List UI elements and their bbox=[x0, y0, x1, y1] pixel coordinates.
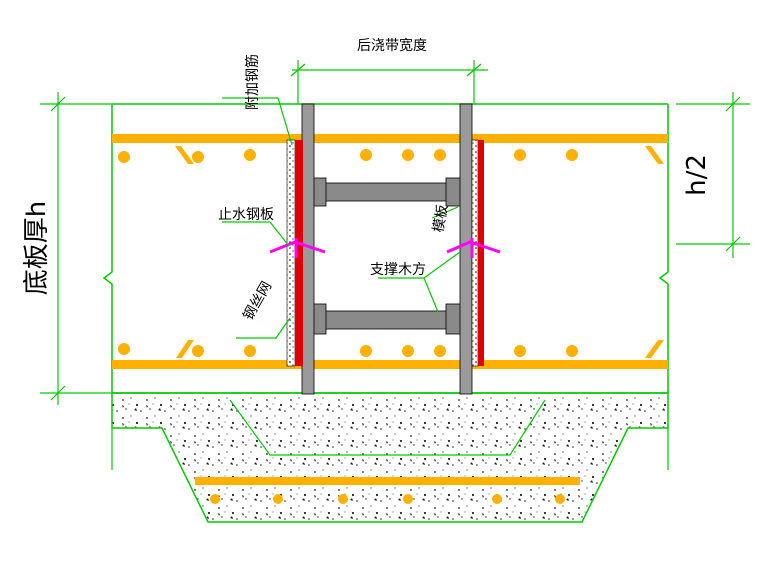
waterstop-right bbox=[446, 238, 501, 258]
waterstop-left bbox=[269, 238, 326, 258]
support-label: 支撑木方 bbox=[370, 262, 426, 278]
pit-rebar bbox=[195, 477, 580, 504]
half-h-label: h/2 bbox=[682, 154, 712, 196]
width-dimension bbox=[290, 60, 488, 104]
waterstop-label: 止水钢板 bbox=[218, 207, 274, 223]
extra-rebar-label: 附加钢筋 bbox=[244, 54, 261, 110]
half-h-dimension bbox=[676, 92, 750, 258]
support-timbers bbox=[309, 177, 463, 335]
steel-plate-right bbox=[471, 139, 484, 367]
leader-lines bbox=[222, 97, 461, 339]
bottom-rebar bbox=[112, 340, 668, 369]
thickness-label: 底板厚h bbox=[22, 201, 52, 295]
slab-outline bbox=[102, 103, 669, 394]
top-rebar bbox=[112, 134, 668, 164]
formwork-posts bbox=[301, 103, 473, 395]
formwork-label: 模板 bbox=[431, 203, 452, 233]
concrete-bed bbox=[111, 392, 669, 523]
thickness-dimension bbox=[40, 92, 112, 405]
width-label: 后浇带宽度 bbox=[357, 37, 427, 54]
wire-mesh-label: 钢丝网 bbox=[240, 279, 275, 323]
